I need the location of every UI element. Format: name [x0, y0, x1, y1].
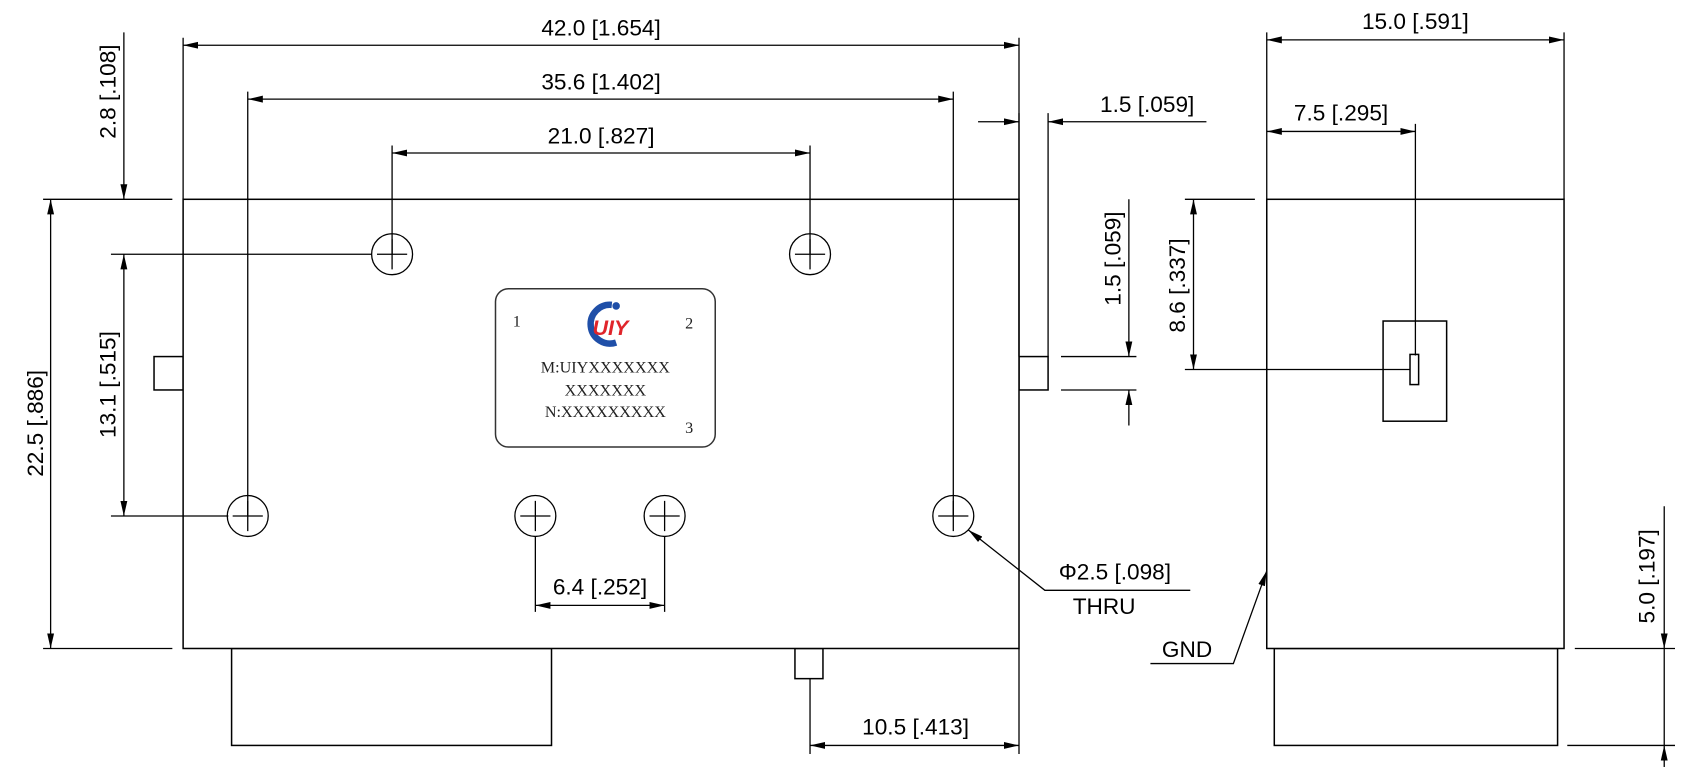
hole [643, 494, 686, 538]
dim-hole-span-bottom: 6.4 [.252] [553, 575, 647, 600]
dim-tab-height: 1.5 [.059] [1100, 211, 1125, 305]
dim-tab-length: 1.5 [.059] [1100, 92, 1194, 117]
hole-note-thru: THRU [1073, 594, 1136, 619]
dim-overall-width: 42.0 [1.654] [541, 16, 660, 41]
dim-hole-span-outer: 35.6 [1.402] [541, 69, 660, 94]
dim-connector-height: 8.6 [.337] [1165, 238, 1190, 332]
dim-hole-span-top: 21.0 [.827] [548, 123, 655, 148]
dim-hole-top-offset: 2.8 [.108] [95, 44, 120, 138]
front-view: 1 2 3 UIY M:UIYXXXXXXX XXXXXXX N:XXXXXXX… [23, 16, 1207, 755]
right-tab [1018, 355, 1049, 391]
port-3-label: 3 [685, 420, 693, 437]
connector-pin-slot [1409, 353, 1420, 386]
port-1-label: 1 [513, 313, 521, 330]
bottom-connector-block [230, 647, 553, 747]
logo: UIY [587, 301, 630, 347]
gnd-label: GND [1162, 637, 1212, 662]
port-2-label: 2 [685, 316, 693, 333]
dim-hole-vertical-span: 13.1 [.515] [95, 331, 120, 438]
hole [514, 494, 557, 538]
side-base [1273, 647, 1559, 747]
dimension-lines [43, 32, 1207, 755]
dim-hole-diameter: Φ2.5 [.098] [1059, 560, 1171, 585]
label-plate: 1 2 3 UIY M:UIYXXXXXXX XXXXXXX N:XXXXXXX… [494, 287, 716, 448]
left-tab [153, 355, 184, 391]
dim-depth: 15.0 [.591] [1362, 9, 1469, 34]
serial-text: N:XXXXXXXXX [545, 404, 666, 421]
dim-pin-offset: 10.5 [.413] [862, 715, 969, 740]
bottom-pin [794, 647, 824, 680]
dim-base-height: 5.0 [.197] [1635, 529, 1660, 623]
svg-text:UIY: UIY [592, 316, 630, 340]
side-view: 15.0 [.591] 7.5 [.295] 8.6 [.337] 5.0 [.… [1150, 9, 1675, 767]
model-text: M:UIYXXXXXXX [541, 360, 670, 377]
side-dimension-lines [1150, 32, 1675, 767]
dim-connector-offset: 7.5 [.295] [1294, 101, 1388, 126]
model-text-line2: XXXXXXX [565, 382, 647, 399]
dim-overall-height: 22.5 [.886] [23, 370, 48, 477]
